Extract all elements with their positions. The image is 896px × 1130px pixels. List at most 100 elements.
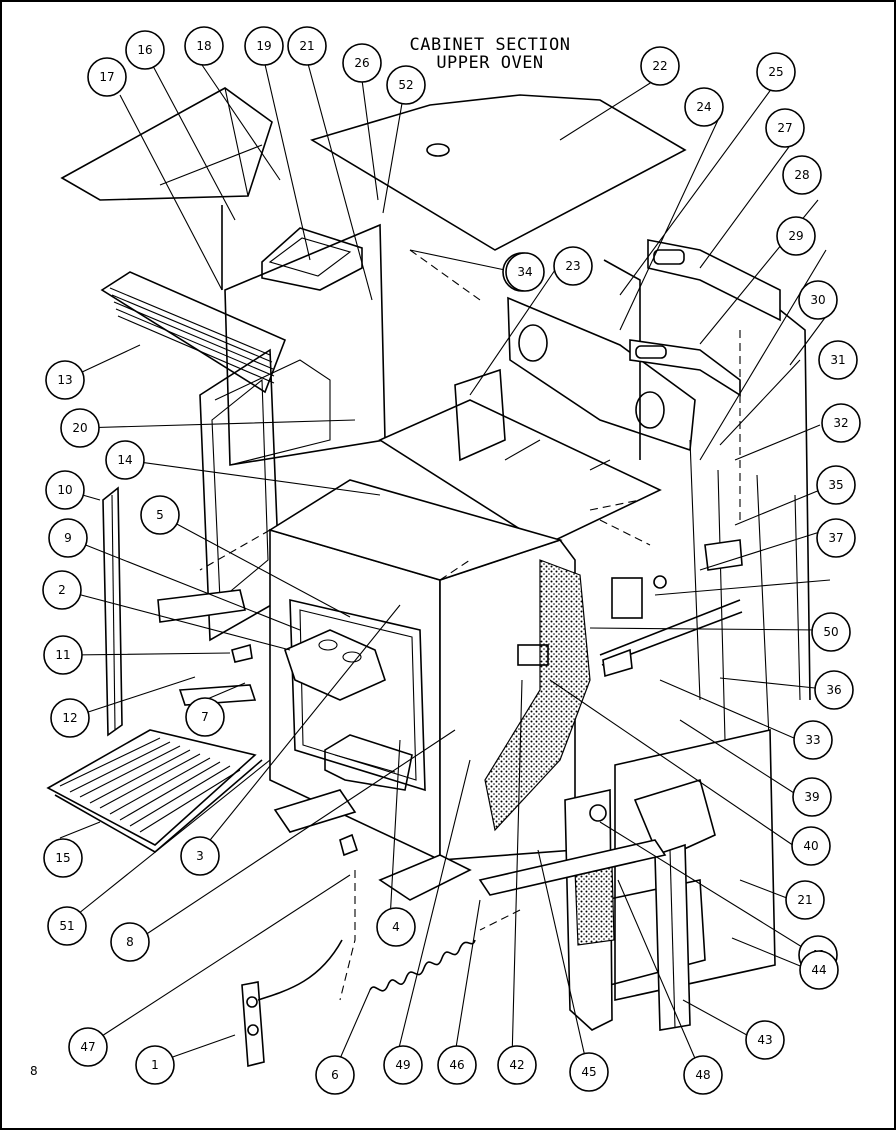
callout-number: 47 <box>80 1040 95 1054</box>
callout-6: 6 <box>315 1055 355 1095</box>
callout-number: 19 <box>256 39 271 53</box>
callout-44: 44 <box>799 950 839 990</box>
callout-number: 5 <box>156 508 164 522</box>
callout-30: 30 <box>798 280 838 320</box>
callout-46: 46 <box>437 1045 477 1085</box>
callout-circle <box>785 880 825 920</box>
callout-number: 45 <box>581 1065 596 1079</box>
callout-circle <box>315 1055 355 1095</box>
callout-number: 11 <box>55 648 70 662</box>
callout-number: 24 <box>696 100 711 114</box>
callout-40: 40 <box>791 826 831 866</box>
callout-number: 21 <box>797 893 812 907</box>
callout-number: 42 <box>509 1058 524 1072</box>
callout-4: 4 <box>376 907 416 947</box>
callout-22: 22 <box>640 46 680 86</box>
callout-circle <box>792 777 832 817</box>
callout-circle <box>811 612 851 652</box>
callout-number: 7 <box>201 710 209 724</box>
callout-21: 21 <box>287 26 327 66</box>
callout-circle <box>814 670 854 710</box>
callout-52: 52 <box>386 65 426 105</box>
divider-panel <box>507 296 696 452</box>
callout-circle <box>684 87 724 127</box>
bracket-11 <box>231 643 253 663</box>
callout-circle <box>776 216 816 256</box>
vent-deflector <box>60 87 273 201</box>
callout-circle <box>184 26 224 66</box>
callout-18: 18 <box>184 26 224 66</box>
callout-number: 17 <box>99 70 114 84</box>
callout-31: 31 <box>818 340 858 380</box>
callout-number: 34 <box>517 265 532 279</box>
callout-number: 8 <box>126 935 134 949</box>
callout-49: 49 <box>383 1045 423 1085</box>
callout-number: 33 <box>805 733 820 747</box>
title-line-1: CABINET SECTION <box>409 35 571 55</box>
callout-number: 25 <box>768 65 783 79</box>
callout-3: 3 <box>180 836 220 876</box>
callout-circle <box>765 108 805 148</box>
callout-12: 12 <box>50 698 90 738</box>
callout-number: 3 <box>196 849 204 863</box>
cleat-upper <box>647 239 781 322</box>
callout-circle <box>793 720 833 760</box>
callout-number: 22 <box>652 59 667 73</box>
oven-rack <box>46 729 263 853</box>
callout-42: 42 <box>497 1045 537 1085</box>
callout-number: 6 <box>331 1068 339 1082</box>
callout-number: 44 <box>811 963 826 977</box>
door-spring <box>369 939 476 992</box>
callout-circle <box>48 518 88 558</box>
lower-front-panel <box>614 729 776 1001</box>
switch-box <box>611 577 643 619</box>
callout-number: 52 <box>398 78 413 92</box>
title-line-2: UPPER OVEN <box>436 53 544 73</box>
callout-circle <box>45 470 85 510</box>
callout-number: 37 <box>828 531 843 545</box>
callout-number: 20 <box>72 421 87 435</box>
callout-number: 13 <box>57 373 72 387</box>
callout-number: 1 <box>151 1058 159 1072</box>
callout-34: 34 <box>505 252 545 292</box>
callout-29: 29 <box>776 216 816 256</box>
callout-36: 36 <box>814 670 854 710</box>
callout-10: 10 <box>45 470 85 510</box>
callout-circle <box>140 495 180 535</box>
callout-number: 28 <box>794 168 809 182</box>
callout-circle <box>505 252 545 292</box>
callout-circle <box>569 1052 609 1092</box>
callout-19: 19 <box>244 26 284 66</box>
callout-25: 25 <box>756 52 796 92</box>
callout-number: 40 <box>803 839 818 853</box>
callout-circle <box>683 1055 723 1095</box>
callout-13: 13 <box>45 360 85 400</box>
part-drawings <box>46 59 833 1071</box>
top-panel <box>310 94 687 251</box>
callout-circle <box>821 403 861 443</box>
callout-39: 39 <box>792 777 832 817</box>
callout-circle <box>376 907 416 947</box>
callout-number: 36 <box>826 683 841 697</box>
callout-number: 4 <box>392 920 400 934</box>
callout-1: 1 <box>135 1045 175 1085</box>
callout-number: 2 <box>58 583 66 597</box>
callout-number: 48 <box>695 1068 710 1082</box>
callout-26: 26 <box>342 43 382 83</box>
callout-21: 21 <box>785 880 825 920</box>
callout-circle <box>383 1045 423 1085</box>
callout-47: 47 <box>68 1027 108 1067</box>
callout-circle <box>135 1045 175 1085</box>
callout-circle <box>497 1045 537 1085</box>
bracket-2 <box>157 589 246 623</box>
callout-27: 27 <box>765 108 805 148</box>
bottom-tray <box>378 854 472 901</box>
callout-28: 28 <box>782 155 822 195</box>
insulation-shelf <box>378 399 662 546</box>
callout-circle <box>799 950 839 990</box>
callout-17: 17 <box>87 57 127 97</box>
callout-11: 11 <box>43 635 83 675</box>
diagram-title: CABINET SECTION UPPER OVEN <box>380 36 600 72</box>
callout-number: 9 <box>64 531 72 545</box>
callout-43: 43 <box>745 1020 785 1060</box>
